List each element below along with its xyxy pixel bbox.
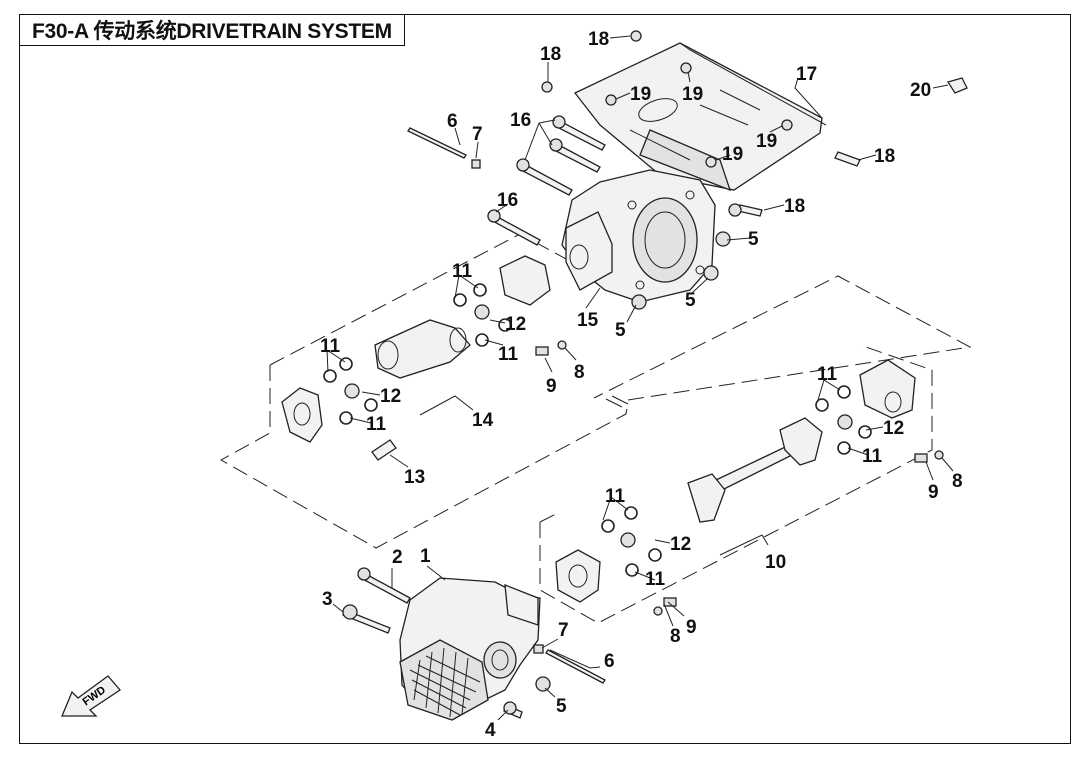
callout-9: 9 (686, 617, 697, 638)
callout-12: 12 (883, 418, 904, 439)
callout-1: 1 (420, 546, 431, 567)
callout-5: 5 (615, 320, 626, 341)
callout-19: 19 (756, 131, 777, 152)
fasteners-front-shaft (653, 450, 944, 616)
rear-propshaft (281, 255, 551, 443)
callout-4: 4 (485, 720, 496, 741)
front-gearcase (399, 577, 541, 721)
callout-12: 12 (505, 314, 526, 335)
callout-8: 8 (574, 362, 585, 383)
callout-10: 10 (765, 552, 786, 573)
callout-11: 11 (452, 261, 473, 282)
callout-19: 19 (722, 144, 743, 165)
callout-11: 11 (817, 364, 838, 385)
snap-rings-rear (323, 283, 512, 425)
callout-7: 7 (472, 124, 483, 145)
callout-14: 14 (472, 410, 494, 431)
callout-11: 11 (862, 446, 883, 467)
callout-18: 18 (784, 196, 805, 217)
break-mark (605, 395, 629, 408)
callout-18: 18 (540, 44, 561, 65)
callout-11: 11 (605, 486, 626, 507)
callout-2: 2 (392, 547, 403, 568)
callout-20: 20 (910, 80, 931, 101)
callout-13: 13 (404, 467, 425, 488)
callout-18: 18 (874, 146, 895, 167)
callout-15: 15 (577, 310, 599, 331)
front-propshaft (555, 359, 916, 603)
front-propshaft-outline (539, 344, 933, 624)
callout-16: 16 (510, 110, 531, 131)
callout-9: 9 (928, 482, 939, 503)
callout-6: 6 (447, 111, 458, 132)
callout-19: 19 (630, 84, 651, 105)
fasteners-rear-shaft (371, 340, 567, 461)
leader-lines (326, 35, 954, 721)
callout-8: 8 (952, 471, 963, 492)
callout-5: 5 (556, 696, 567, 717)
callout-5: 5 (748, 229, 759, 250)
callout-12: 12 (670, 534, 691, 555)
callout-19: 19 (682, 84, 703, 105)
fasteners-upper (541, 30, 968, 310)
axle-rod-upper (407, 127, 467, 159)
callout-11: 11 (645, 569, 666, 590)
callout-16: 16 (497, 190, 518, 211)
callout-17: 17 (796, 64, 817, 85)
callout-12: 12 (380, 386, 401, 407)
callout-11: 11 (366, 414, 387, 435)
rear-gearcase (561, 169, 716, 303)
callout-labels: 1 2 3 4 5 6 7 8 9 10 11 11 12 11 12 11 9… (320, 29, 963, 741)
drawing-frame (19, 14, 1071, 744)
support-bracket (573, 42, 827, 192)
bolt-16-set (487, 115, 606, 246)
callout-6: 6 (604, 651, 615, 672)
callout-5: 5 (685, 290, 696, 311)
pin-7-upper (471, 159, 481, 169)
callout-9: 9 (546, 376, 557, 397)
callout-3: 3 (322, 589, 333, 610)
snap-rings-front (601, 385, 872, 577)
callout-18: 18 (588, 29, 609, 50)
callout-11: 11 (320, 336, 341, 357)
fwd-arrow-icon: FWD (61, 675, 121, 717)
callout-7: 7 (558, 620, 569, 641)
callout-8: 8 (670, 626, 681, 647)
diagram-title: F30-A 传动系统DRIVETRAIN SYSTEM (19, 14, 405, 46)
callout-11: 11 (498, 344, 519, 365)
